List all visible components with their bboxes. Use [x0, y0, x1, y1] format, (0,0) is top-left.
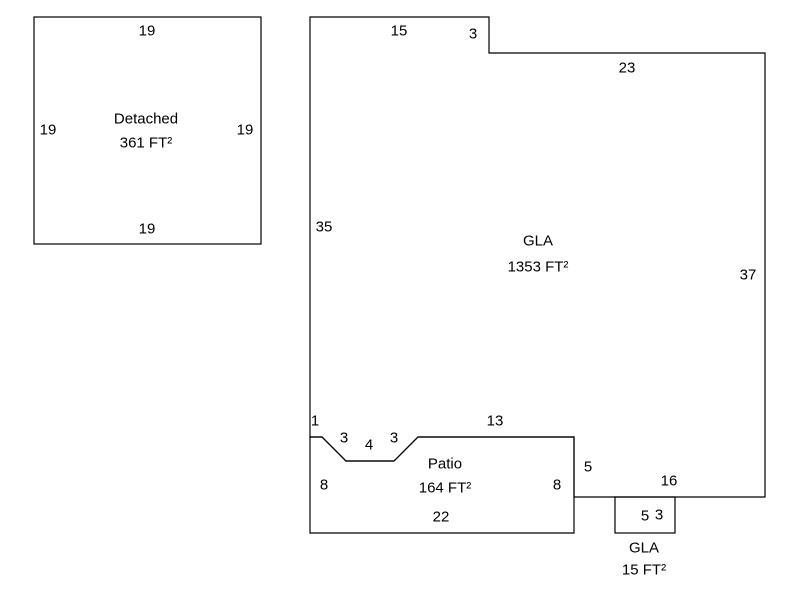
- patio-dim-notch-bottom: 4: [364, 436, 374, 454]
- gla-dim-top-left: 15: [390, 22, 408, 40]
- gla-small-dim-depth: 3: [654, 506, 664, 524]
- gla-small-name: GLA: [628, 539, 660, 557]
- gla-small-dim-width: 5: [640, 507, 650, 525]
- patio-name: Patio: [427, 455, 463, 473]
- gla-dim-top-right: 23: [618, 59, 636, 77]
- gla-dim-step-down: 5: [583, 458, 593, 476]
- patio-area: 164 FT²: [418, 479, 472, 497]
- detached-name: Detached: [113, 110, 179, 128]
- patio-dim-bottom: 22: [432, 508, 450, 526]
- patio-outline: [309, 436, 575, 534]
- gla-dim-bottom-right: 16: [660, 472, 678, 490]
- patio-dim-left: 8: [319, 476, 329, 494]
- detached-dim-bottom: 19: [138, 220, 156, 238]
- gla-main-name: GLA: [522, 232, 554, 250]
- patio-dim-notch-diag-left: 3: [339, 429, 349, 447]
- gla-dim-left: 35: [315, 218, 333, 236]
- detached-dim-right: 19: [236, 121, 254, 139]
- patio-dim-notch-diag-right: 3: [389, 429, 399, 447]
- detached-dim-top: 19: [138, 22, 156, 40]
- detached-area: 361 FT²: [119, 134, 173, 152]
- patio-dim-notch-1: 1: [310, 412, 320, 430]
- gla-dim-step: 3: [468, 25, 478, 43]
- gla-dim-right: 37: [739, 266, 757, 284]
- patio-dim-top: 13: [486, 412, 504, 430]
- gla-main-area: 1353 FT²: [507, 258, 569, 276]
- patio-dim-right: 8: [552, 476, 562, 494]
- detached-dim-left: 19: [39, 121, 57, 139]
- detached-outline: [33, 16, 262, 245]
- gla-main-outline: [309, 16, 766, 498]
- gla-small-outline: [614, 496, 676, 534]
- gla-small-area: 15 FT²: [621, 561, 667, 579]
